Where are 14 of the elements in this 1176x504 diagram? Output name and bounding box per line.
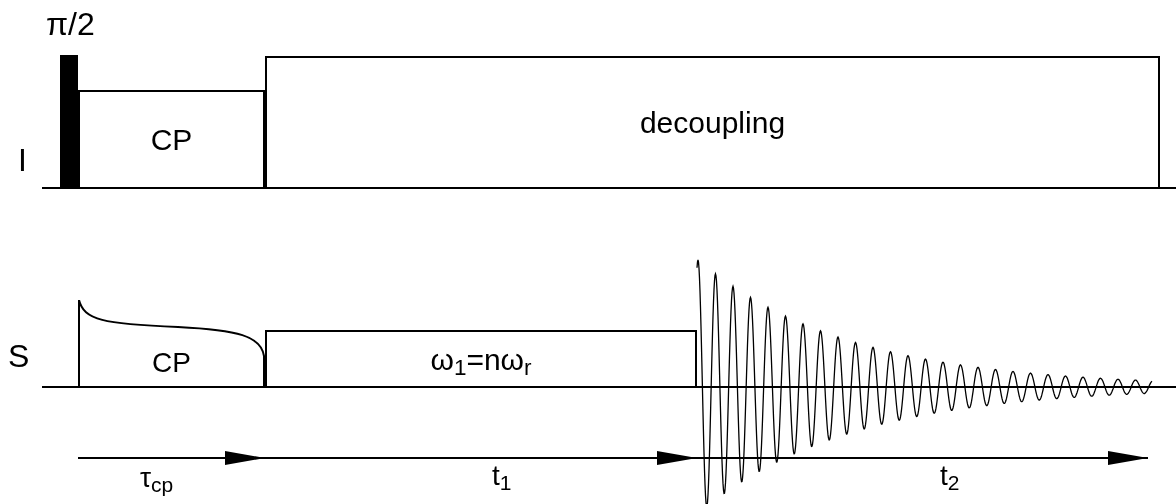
channel-label: I — [18, 141, 27, 180]
pulse-label: CP — [150, 125, 193, 155]
pulse-angle-label: π/2 — [46, 5, 95, 44]
pulse-label: ω$_{1}$=nω$_{r}$ — [430, 344, 532, 375]
time-label: t$_{2}$ — [940, 460, 960, 492]
pulse-label: CP — [152, 349, 191, 377]
time-label: τ$_{cp}$ — [140, 462, 174, 494]
pulse-block — [265, 56, 1160, 188]
pulse-block — [265, 330, 697, 387]
pulse-label: decoupling — [639, 108, 786, 138]
channel-label: S — [8, 337, 30, 376]
cp-ramp-pulse — [78, 300, 265, 387]
pulse-block — [78, 90, 265, 188]
time-label: t$_{1}$ — [492, 460, 512, 492]
